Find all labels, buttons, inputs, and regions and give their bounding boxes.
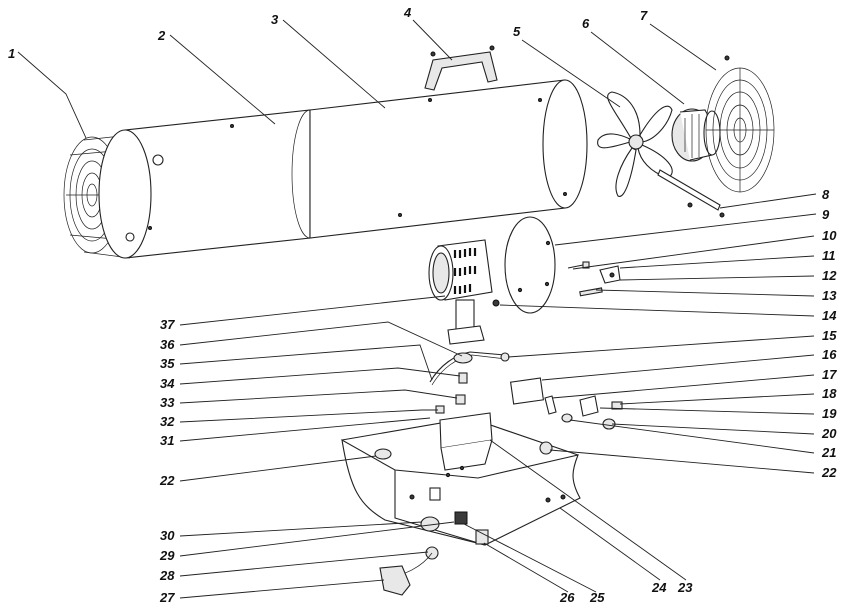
callout-36: 36 [160,337,175,352]
front-grille [705,55,775,193]
callout-29: 29 [159,548,175,563]
combustion-chamber [428,239,500,345]
callout-20: 20 [821,426,837,441]
callout-13: 13 [822,288,837,303]
callout-35: 35 [160,356,175,371]
callout-15: 15 [822,328,837,343]
callout-7: 7 [640,8,648,23]
callout-14: 14 [822,308,837,323]
callout-30: 30 [160,528,175,543]
motor-bracket [657,169,725,218]
fan-blade [597,91,673,197]
callout-37: 37 [160,317,175,332]
carry-handle [424,45,498,91]
callout-22-left: 22 [159,473,175,488]
callout-22-right: 22 [821,465,837,480]
electrode-parts [567,261,621,297]
callout-6: 6 [582,16,590,31]
callout-8: 8 [822,187,830,202]
callout-5: 5 [513,24,521,39]
outer-casing-rear [98,109,333,259]
callout-25: 25 [589,590,605,605]
callout-24: 24 [651,580,667,595]
callout-26: 26 [559,590,575,605]
callout-27: 27 [159,590,175,605]
control-parts [379,511,489,596]
end-plate [504,216,556,314]
callout-11: 11 [822,248,836,263]
callout-3: 3 [271,12,279,27]
callout-23: 23 [677,580,693,595]
outer-casing-front [309,79,588,239]
callout-33: 33 [160,395,175,410]
callout-2: 2 [157,28,166,43]
base-housing [341,412,581,546]
callout-1: 1 [8,46,15,61]
callout-10: 10 [822,228,837,243]
callout-32: 32 [160,414,175,429]
callout-9: 9 [822,207,830,222]
callout-16: 16 [822,347,837,362]
callouts: 1 2 3 4 5 6 7 8 9 10 11 12 13 14 15 16 [8,5,837,605]
callout-34: 34 [160,376,175,391]
callout-17: 17 [822,367,837,382]
callout-4: 4 [403,5,412,20]
callout-19: 19 [822,406,837,421]
callout-28: 28 [159,568,175,583]
callout-31: 31 [160,433,174,448]
callout-12: 12 [822,268,837,283]
callout-21: 21 [821,445,836,460]
callout-18: 18 [822,386,837,401]
